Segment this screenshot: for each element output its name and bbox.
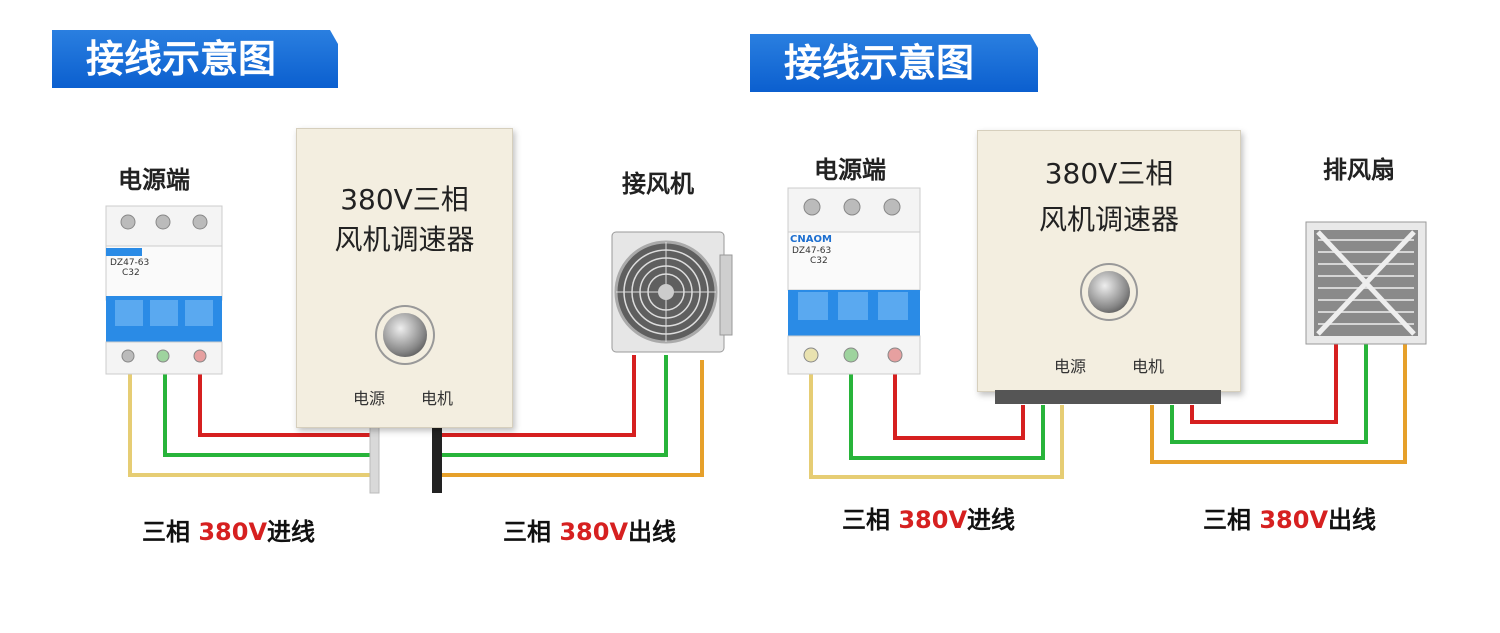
left-output-caption-prefix: 三相 bbox=[503, 518, 560, 546]
right-output-wires bbox=[1150, 338, 1407, 464]
right-input-wires bbox=[809, 355, 1064, 479]
left-wire-orange-out bbox=[440, 360, 704, 477]
right-input-caption-suffix: 进线 bbox=[967, 506, 1016, 534]
right-wire-orange-out bbox=[1150, 338, 1407, 464]
right-output-caption-voltage: 380V bbox=[1259, 506, 1329, 534]
right-fan bbox=[1305, 221, 1427, 345]
right-wire-green-out bbox=[1170, 338, 1368, 444]
right-output-caption: 三相 380V出线 bbox=[1203, 500, 1376, 535]
right-output-caption-prefix: 三相 bbox=[1203, 506, 1260, 534]
left-input-caption: 三相 380V进线 bbox=[142, 512, 315, 547]
left-wire-green-in bbox=[163, 355, 375, 457]
left-banner-title: 接线示意图 bbox=[86, 37, 277, 81]
right-breaker-brand: CNAOM bbox=[790, 234, 832, 245]
left-speed-knob[interactable] bbox=[383, 313, 427, 357]
left-wire-red-in bbox=[198, 355, 375, 437]
left-output-wires bbox=[440, 355, 704, 477]
right-speed-knob[interactable] bbox=[1088, 271, 1130, 313]
left-input-caption-suffix: 进线 bbox=[267, 518, 316, 546]
right-breaker-rating: C32 bbox=[810, 256, 828, 266]
right-output-caption-suffix: 出线 bbox=[1328, 506, 1377, 534]
left-breaker-rating: C32 bbox=[122, 268, 140, 278]
right-input-caption-voltage: 380V bbox=[898, 506, 968, 534]
left-power-label: 电源端 bbox=[118, 166, 190, 194]
left-banner: 接线示意图 bbox=[52, 30, 338, 88]
left-fan bbox=[611, 231, 733, 353]
left-label-motor: 电机 bbox=[421, 389, 454, 408]
left-output-caption-suffix: 出线 bbox=[628, 518, 677, 546]
left-label-power: 电源 bbox=[353, 389, 386, 408]
right-input-caption: 三相 380V进线 bbox=[842, 500, 1015, 535]
left-input-cable bbox=[369, 424, 380, 494]
right-breaker bbox=[787, 187, 921, 375]
right-banner-title: 接线示意图 bbox=[784, 41, 975, 85]
right-controller-title-1: 380V三相 bbox=[1044, 157, 1174, 190]
left-breaker bbox=[105, 205, 223, 375]
right-banner: 接线示意图 bbox=[750, 34, 1038, 92]
left-controller: 380V三相 风机调速器 电源 电机 bbox=[296, 128, 513, 428]
right-breaker-model: DZ47-63 bbox=[792, 246, 832, 256]
left-breaker-model: DZ47-63 bbox=[110, 258, 150, 268]
right-controller-bottom-bracket bbox=[995, 390, 1221, 404]
left-controller-title-1: 380V三相 bbox=[340, 183, 469, 216]
left-output-cable bbox=[432, 425, 442, 493]
left-fan-label: 接风机 bbox=[622, 170, 694, 198]
right-wire-green-in bbox=[849, 355, 1045, 460]
left-output-caption-voltage: 380V bbox=[559, 518, 629, 546]
left-wire-yellow-in bbox=[128, 355, 375, 477]
right-power-label: 电源端 bbox=[814, 156, 886, 184]
right-controller: 380V三相 风机调速器 电源 电机 bbox=[977, 130, 1241, 392]
left-output-caption: 三相 380V出线 bbox=[503, 512, 676, 547]
left-controller-title-2: 风机调速器 bbox=[334, 223, 475, 256]
right-label-motor: 电机 bbox=[1132, 357, 1165, 376]
left-input-caption-prefix: 三相 bbox=[142, 518, 199, 546]
right-fan-label: 排风扇 bbox=[1323, 156, 1395, 184]
left-wire-red-out bbox=[440, 355, 636, 437]
right-label-power: 电源 bbox=[1054, 357, 1087, 376]
right-wire-red-in bbox=[893, 355, 1025, 440]
left-wire-green-out bbox=[440, 355, 668, 457]
right-input-caption-prefix: 三相 bbox=[842, 506, 899, 534]
left-input-caption-voltage: 380V bbox=[198, 518, 268, 546]
right-wire-red-out bbox=[1190, 338, 1338, 424]
right-controller-title-2: 风机调速器 bbox=[1038, 203, 1179, 236]
right-wire-yellow-in bbox=[809, 355, 1064, 479]
left-input-wires bbox=[128, 355, 375, 477]
